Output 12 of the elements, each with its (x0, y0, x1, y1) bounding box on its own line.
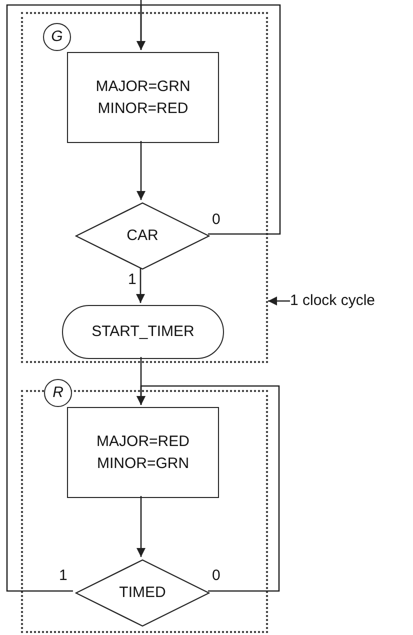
decision-diamond: TIMED (75, 559, 210, 627)
arrow (136, 496, 146, 557)
arrow (136, 268, 145, 303)
decision-diamond: CAR (75, 202, 210, 270)
arrow (136, 385, 280, 592)
annotation-text: 1 clock cycle (290, 291, 410, 311)
state-box: MAJOR=RED MINOR=GRN (67, 407, 219, 498)
arrow (136, 141, 146, 200)
state-box: MAJOR=GRN MINOR=RED (67, 52, 219, 143)
state-block (21, 12, 268, 363)
arrow (268, 296, 290, 306)
arrow (6, 4, 146, 592)
